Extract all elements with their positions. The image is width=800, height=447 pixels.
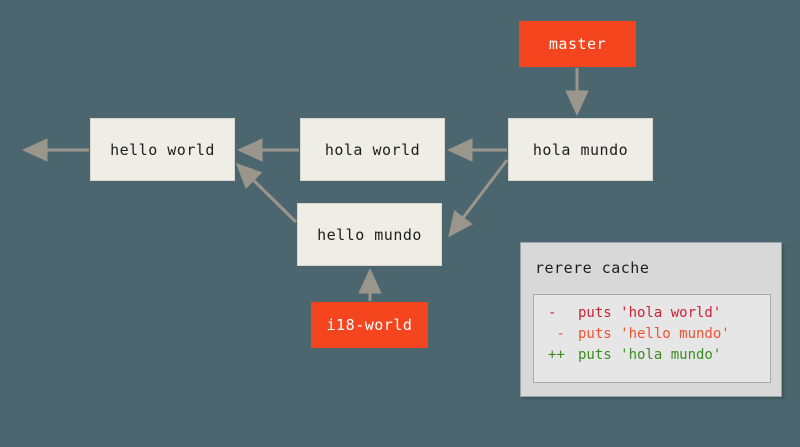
rerere-cache-title: rerere cache <box>535 259 650 277</box>
branch-label-master[interactable]: master <box>519 21 636 67</box>
commit-label: hola world <box>324 140 421 159</box>
branch-name: master <box>548 35 607 53</box>
commit-node-hola-world[interactable]: hola world <box>300 118 445 181</box>
diff-marker: - <box>548 326 565 342</box>
diff-line: - puts 'hola world' <box>534 303 770 324</box>
diff-marker: - <box>548 305 557 321</box>
commit-label: hola mundo <box>532 140 629 159</box>
diff-text: puts 'hello mundo' <box>578 326 730 342</box>
arrow-hola-mundo-to-hello-mundo <box>448 159 509 238</box>
diff-text: puts 'hola world' <box>578 305 722 321</box>
rerere-cache-diff: - puts 'hola world' - puts 'hello mundo'… <box>533 294 771 383</box>
diff-text: puts 'hola mundo' <box>578 347 722 363</box>
arrow-hello-mundo-to-hello-world <box>235 162 298 224</box>
branch-label-i18-world[interactable]: i18-world <box>311 302 428 348</box>
branch-name: i18-world <box>326 316 413 334</box>
rerere-cache-panel: rerere cache - puts 'hola world' - puts … <box>520 242 782 397</box>
diff-line: - puts 'hello mundo' <box>534 324 770 345</box>
diff-line: ++ puts 'hola mundo' <box>534 345 770 366</box>
commit-node-hola-mundo[interactable]: hola mundo <box>508 118 653 181</box>
commit-node-hello-world[interactable]: hello world <box>90 118 235 181</box>
commit-node-hello-mundo[interactable]: hello mundo <box>297 203 442 266</box>
commit-label: hello mundo <box>317 225 422 244</box>
commit-label: hello world <box>110 140 215 159</box>
diff-marker: ++ <box>548 347 565 363</box>
